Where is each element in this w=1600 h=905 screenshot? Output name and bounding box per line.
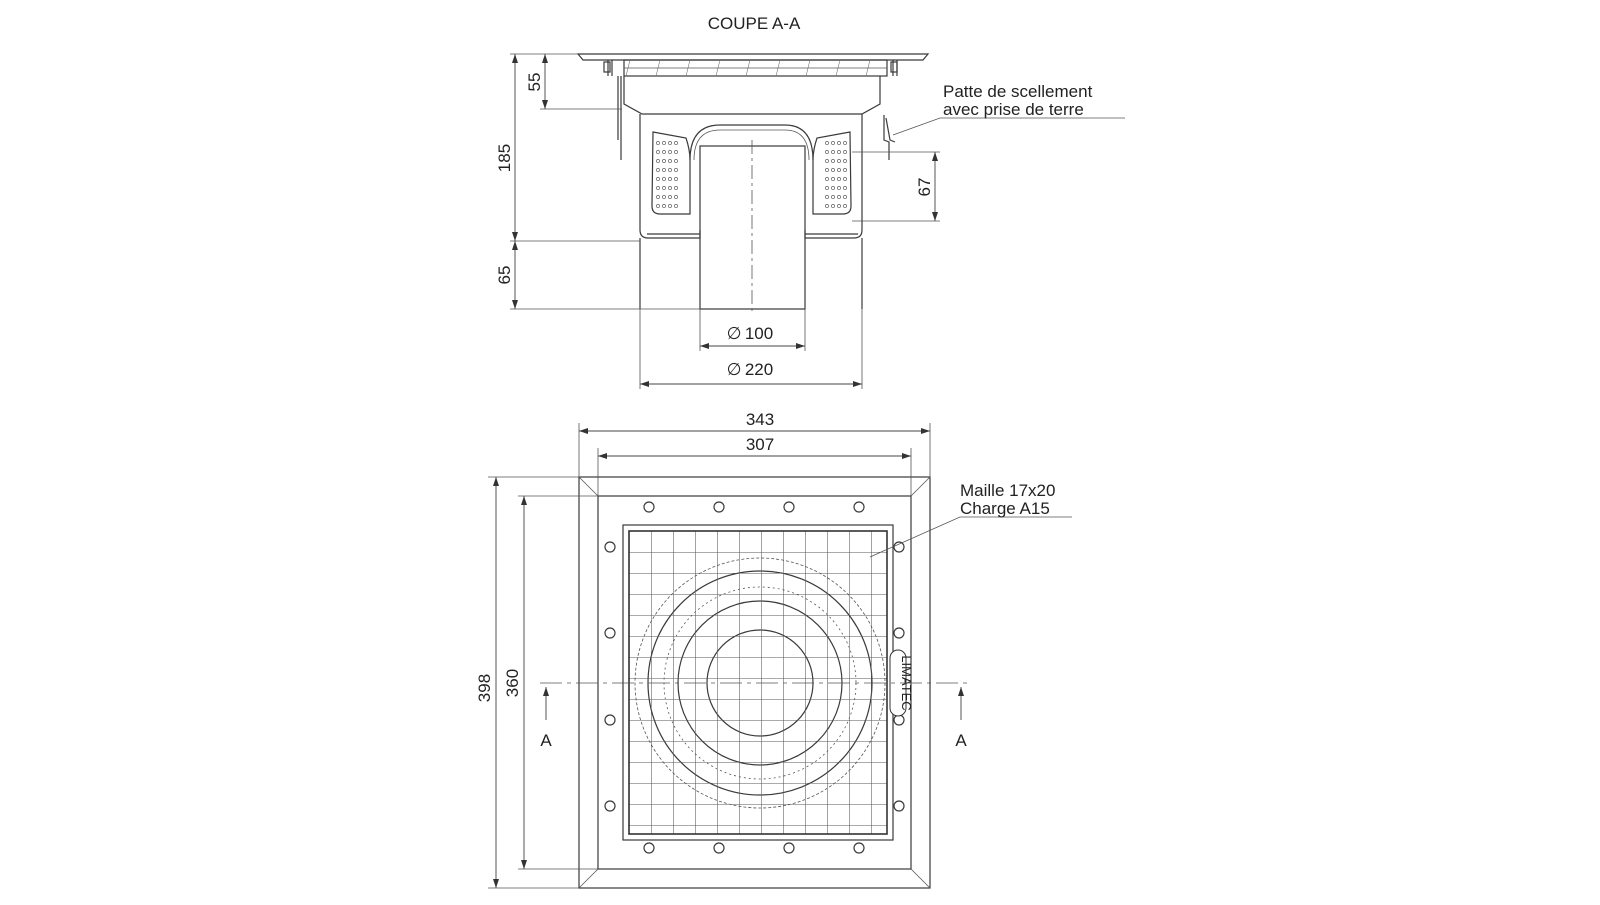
top-flange — [576, 53, 930, 77]
section-dimensions: 55 185 65 67 ∅ 100 ∅ 220 Patte de scelle… — [495, 53, 1125, 389]
section-title: COUPE A-A — [708, 14, 801, 33]
grate — [628, 530, 888, 835]
dim-upper-height: 55 — [525, 73, 544, 92]
callout-sealing-tab-line2: avec prise de terre — [943, 100, 1084, 119]
callout-sealing-tab-line1: Patte de scellement — [943, 82, 1093, 101]
drain-body — [617, 76, 890, 239]
section-view: COUPE A-A — [576, 14, 930, 312]
dim-body-height: 185 — [495, 144, 514, 172]
dim-diameter-symbol-2: ∅ — [727, 360, 742, 379]
dim-basket-height: 67 — [915, 178, 934, 197]
brand-badge: LIMATEC — [889, 649, 914, 717]
plan-view: LIMATEC A A Maille 17x20 Charge A15 — [540, 476, 1072, 889]
dim-outer-diameter: 220 — [745, 360, 773, 379]
strainer-basket-left — [651, 131, 691, 215]
dim-diameter-symbol-1: ∅ — [727, 324, 742, 343]
section-marker-right: A — [955, 687, 967, 750]
strainer-basket-right — [812, 131, 852, 215]
fixing-holes — [604, 501, 905, 854]
callout-mesh-line1: Maille 17x20 — [960, 481, 1055, 500]
bell-trap — [689, 124, 814, 161]
section-marker-right-label: A — [955, 731, 967, 750]
dim-inner-width: 307 — [746, 435, 774, 454]
section-marker-left: A — [540, 687, 552, 750]
dim-inner-diameter: 100 — [745, 324, 773, 343]
callout-mesh-line2: Charge A15 — [960, 499, 1050, 518]
plan-dimensions: 343 307 398 360 — [475, 410, 931, 889]
dim-outlet-height: 65 — [495, 266, 514, 285]
dim-inner-height: 360 — [503, 669, 522, 697]
outer-frame — [578, 476, 931, 889]
section-marker-left-label: A — [540, 731, 552, 750]
dim-overall-width: 343 — [746, 410, 774, 429]
outlet-pipe — [639, 140, 863, 312]
dim-overall-height: 398 — [475, 674, 494, 702]
